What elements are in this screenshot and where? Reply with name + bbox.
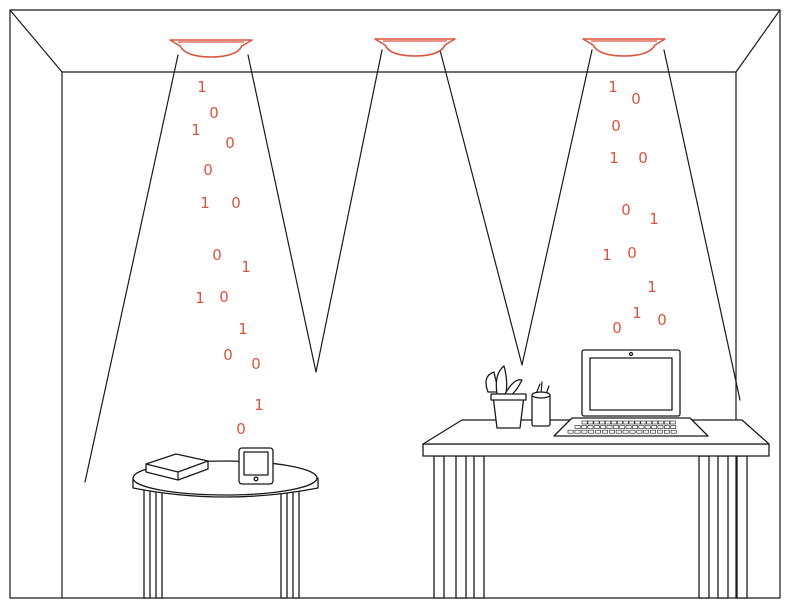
ceiling-lamp-right <box>583 39 665 56</box>
beam-left-middle-v <box>248 50 382 372</box>
beam-left-outer <box>85 55 178 482</box>
light-beams <box>85 50 740 482</box>
binary-digit: 0 <box>638 149 648 167</box>
binary-digit: 1 <box>200 194 210 212</box>
binary-digit: 1 <box>647 278 657 296</box>
binary-digit: 1 <box>241 258 251 276</box>
ceiling-lamp-middle <box>375 39 455 56</box>
ceiling-right-edge <box>736 10 780 72</box>
ceiling-lamp-left <box>170 40 252 57</box>
ceiling-left-edge <box>10 10 62 72</box>
binary-digit: 0 <box>251 355 261 373</box>
binary-digit: 1 <box>609 149 619 167</box>
binary-digit: 0 <box>223 346 233 364</box>
binary-digit: 0 <box>612 319 622 337</box>
binary-digit: 0 <box>231 194 241 212</box>
binary-digit: 0 <box>657 311 667 329</box>
desk <box>423 420 769 598</box>
binary-digit: 0 <box>611 117 621 135</box>
binary-digit: 1 <box>608 78 618 96</box>
binary-digit: 1 <box>602 246 612 264</box>
binary-digit: 0 <box>627 244 637 262</box>
binary-digit: 0 <box>236 420 246 438</box>
laptop-device <box>554 350 708 436</box>
binary-digit: 0 <box>212 246 222 264</box>
binary-digit: 0 <box>621 201 631 219</box>
binary-digit: 1 <box>632 304 642 322</box>
binary-digit: 0 <box>219 288 229 306</box>
binary-digit: 1 <box>191 121 201 139</box>
smartphone-device <box>239 448 273 484</box>
binary-digit: 0 <box>209 104 219 122</box>
binary-digit: 0 <box>225 134 235 152</box>
round-table <box>133 461 318 598</box>
beam-middle-right-v <box>440 50 592 365</box>
binary-digit: 1 <box>649 210 659 228</box>
binary-digit: 1 <box>238 320 248 338</box>
binary-digit: 1 <box>195 289 205 307</box>
binary-digit: 1 <box>197 78 207 96</box>
binary-digit: 0 <box>203 161 213 179</box>
room <box>10 10 780 598</box>
binary-digit: 1 <box>254 396 264 414</box>
potted-plant <box>486 366 526 428</box>
pen-cup <box>532 382 550 426</box>
room-outer-frame <box>10 10 780 598</box>
binary-digit: 0 <box>631 90 641 108</box>
beam-right-outer <box>664 50 740 400</box>
